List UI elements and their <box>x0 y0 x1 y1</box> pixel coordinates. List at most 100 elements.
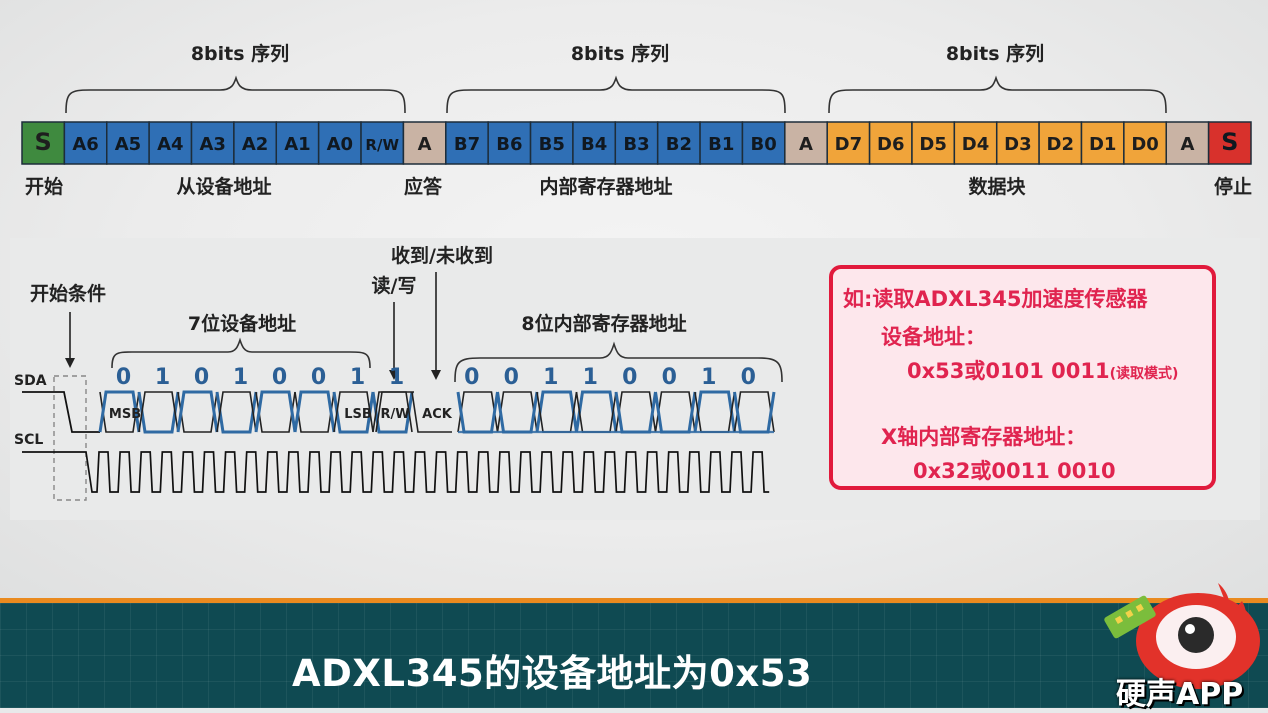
frame-cell-a6-1: A6 <box>63 121 108 165</box>
svg-text:A3: A3 <box>199 134 225 155</box>
svg-text:B3: B3 <box>623 134 649 155</box>
scl-label: SCL <box>14 432 43 448</box>
start-condition-arrowhead <box>65 358 75 368</box>
frame-cell-rw-8: R/W <box>360 121 405 165</box>
frame-cell-a2-5: A2 <box>233 121 278 165</box>
frame-cell-d6-20: D6 <box>868 121 913 165</box>
label-data-block: 数据块 <box>968 175 1026 198</box>
info-line-4: X轴内部寄存器地址： <box>881 425 1087 449</box>
rw-annotation: 读/写 <box>372 274 417 297</box>
frame-cell-d1-25: D1 <box>1080 121 1125 165</box>
frame-cell-a3-4: A3 <box>190 121 235 165</box>
frame-cell-b2-15: B2 <box>656 121 701 165</box>
addr-bit-label-1: 1 <box>155 365 170 390</box>
frame-cell-b6-11: B6 <box>487 121 532 165</box>
sda-addr-bit-6 <box>332 391 375 434</box>
frame-cell-a5-2: A5 <box>106 121 150 165</box>
svg-text:B1: B1 <box>708 134 734 155</box>
info-device-address: 0x53或0101 0011 <box>907 359 1110 383</box>
start-condition-label: 开始条件 <box>30 282 106 305</box>
label-reg-addr: 内部寄存器地址 <box>539 175 672 198</box>
svg-text:A: A <box>1180 134 1194 155</box>
svg-text:A4: A4 <box>157 134 183 155</box>
example-info-box: 如:读取ADXL345加速度传感器 设备地址： 0x53或0101 0011(读… <box>829 265 1216 490</box>
svg-text:S: S <box>1221 128 1238 156</box>
sda-label: SDA <box>14 373 47 389</box>
svg-text:D5: D5 <box>919 134 946 155</box>
info-line-5: 0x32或0011 0010 <box>913 459 1116 483</box>
frame-cell-a1-6: A1 <box>275 121 320 165</box>
group-label-2: 8bits 序列 <box>571 42 669 65</box>
label-stop: 停止 <box>1214 175 1252 198</box>
svg-text:S: S <box>35 128 52 156</box>
sda-addr-bit-0 <box>98 390 141 433</box>
info-line-2: 设备地址： <box>881 325 986 349</box>
frame-cell-d0-26: D0 <box>1123 121 1167 165</box>
svg-text:B5: B5 <box>539 134 565 155</box>
frame-cell-b0-17: B0 <box>741 121 786 165</box>
sda-addr-bit-4 <box>254 390 297 433</box>
subtitle-text: ADXL345的设备地址为0x53 <box>292 652 813 695</box>
info-read-mode-note: (读取模式) <box>1109 366 1179 382</box>
svg-text:A: A <box>799 134 813 155</box>
ack-annotation: 收到/未收到 <box>391 244 493 267</box>
ack-bit-label: ACK <box>422 407 453 422</box>
ack-arrowhead <box>431 370 441 380</box>
group-label-3: 8bits 序列 <box>946 42 1044 65</box>
reg-bit-label-1: 0 <box>504 365 519 390</box>
svg-text:D4: D4 <box>962 134 989 155</box>
label-slave-addr: 从设备地址 <box>176 175 271 198</box>
svg-text:D7: D7 <box>835 134 862 155</box>
subtitle-bar: ADXL345的设备地址为0x53 <box>0 598 1268 708</box>
svg-text:A6: A6 <box>72 134 98 155</box>
frame-cell-b7-10: B7 <box>445 121 489 165</box>
sda-addr-bit-5 <box>293 390 336 433</box>
reg-bit-label-0: 0 <box>464 365 479 390</box>
reg-bit-label-3: 1 <box>583 365 598 390</box>
sda-addr-bit-1 <box>137 391 180 434</box>
device-addr-label: 7位设备地址 <box>188 312 296 335</box>
svg-text:B7: B7 <box>454 134 480 155</box>
svg-text:A1: A1 <box>284 134 310 155</box>
rw-arrowhead <box>389 370 399 380</box>
svg-text:D6: D6 <box>877 134 904 155</box>
info-line-3: 0x53或0101 0011(读取模式) <box>907 355 1178 385</box>
frame-cell-s-0: S <box>21 121 66 165</box>
svg-text:A0: A0 <box>327 134 353 155</box>
reg-bit-label-7: 0 <box>741 365 756 390</box>
frame-cell-a4-3: A4 <box>148 121 193 165</box>
group-brace-2: 8bits 序列 <box>446 42 786 114</box>
frame-cell-d5-21: D5 <box>911 121 956 165</box>
sda-addr-bit-2 <box>176 390 219 433</box>
frame-cell-s-28: S <box>1207 121 1252 165</box>
scl-line <box>22 451 770 493</box>
frame-cell-d7-19: D7 <box>826 121 871 165</box>
frame-cell-d2-24: D2 <box>1038 121 1083 165</box>
svg-text:D1: D1 <box>1089 134 1116 155</box>
frame-cell-b1-16: B1 <box>699 121 744 165</box>
logo-mascot-icon <box>1104 583 1260 689</box>
reg-bit-label-2: 1 <box>543 365 558 390</box>
lsb-label: LSB <box>344 407 372 422</box>
addr-bit-label-0: 0 <box>116 365 131 390</box>
grid-pattern <box>0 603 1268 708</box>
svg-text:B0: B0 <box>751 134 777 155</box>
reg-addr-brace <box>454 341 783 383</box>
app-logo: 硬声APP <box>1100 575 1268 712</box>
logo-text: 硬声APP <box>1116 677 1244 712</box>
addr-bit-label-6: 1 <box>350 365 365 390</box>
svg-text:D3: D3 <box>1004 134 1031 155</box>
frame-cell-a-27: A <box>1165 121 1210 165</box>
svg-text:B6: B6 <box>496 134 522 155</box>
frame-cell-d4-22: D4 <box>953 121 998 165</box>
sda-addr-bit-3 <box>215 391 258 434</box>
frame-cell-b5-12: B5 <box>529 121 574 165</box>
svg-text:D2: D2 <box>1047 134 1074 155</box>
addr-bit-label-4: 0 <box>272 365 287 390</box>
svg-text:A5: A5 <box>115 134 141 155</box>
info-line-1: 如:读取ADXL345加速度传感器 <box>843 287 1148 311</box>
